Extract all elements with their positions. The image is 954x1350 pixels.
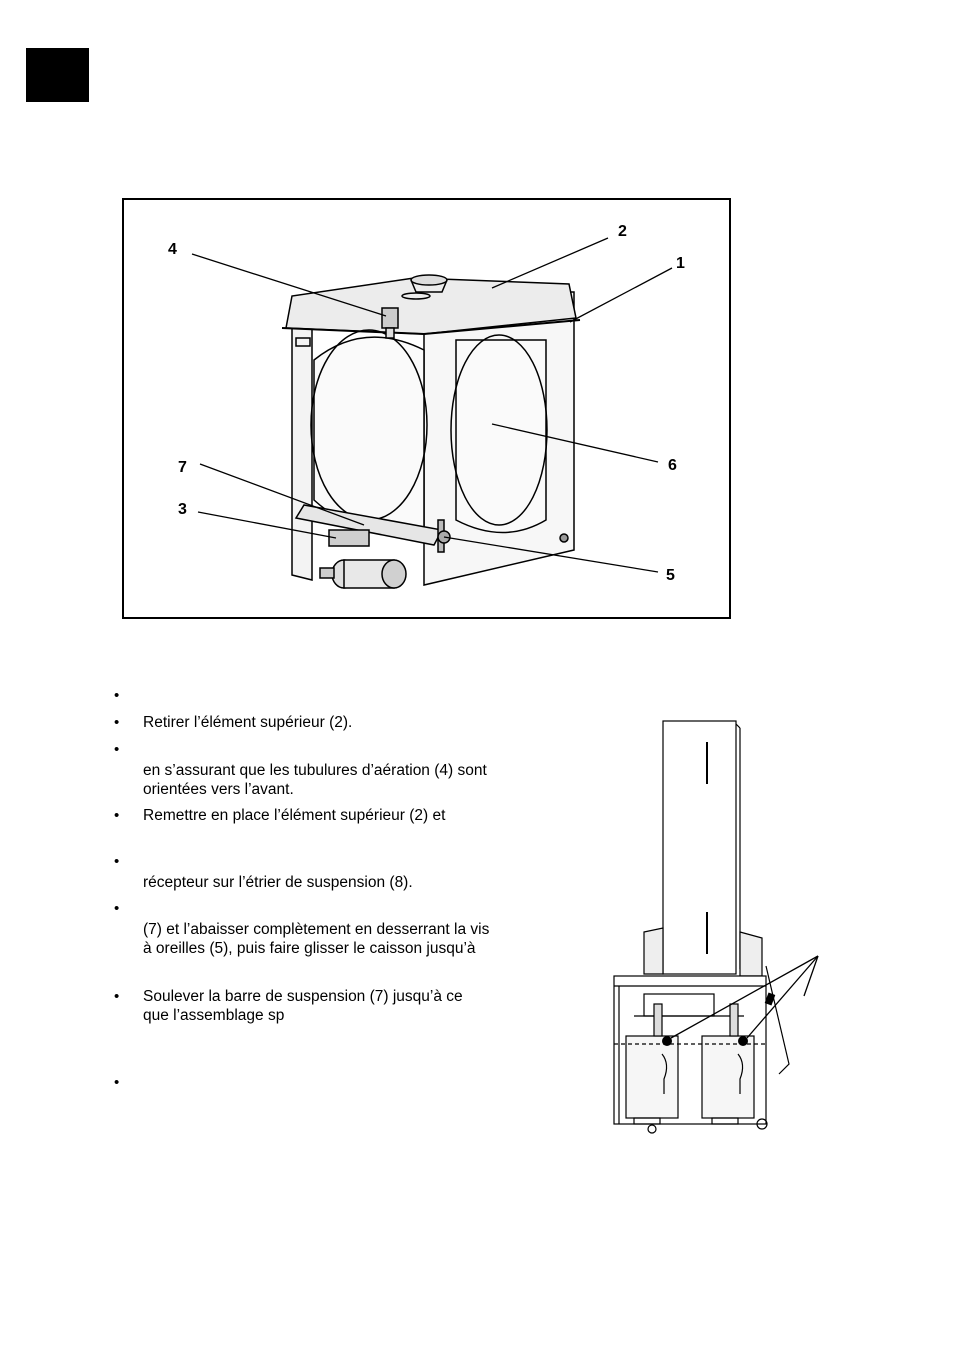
list-item-text: Retirer l’élément supérieur (2).: [143, 714, 353, 731]
list-item-text: à oreilles (5), puis faire glisser le ca…: [143, 940, 476, 957]
list-item-text: en s’assurant que les tubulures d’aérati…: [143, 762, 487, 779]
chapter-tab-marker: [26, 48, 89, 102]
list-item-text: Remettre en place l’élément supérieur (2…: [143, 807, 446, 824]
callout-3: 3: [178, 501, 187, 518]
callout-4: 4: [168, 241, 177, 258]
machine-front-drawing: [613, 720, 819, 1134]
callout-5: 5: [666, 567, 675, 584]
callout-7: 7: [178, 459, 187, 476]
list-item-text: récepteur sur l’étrier de suspension (8)…: [143, 874, 413, 891]
list-item-text: Soulever la barre de suspension (7) jusq…: [143, 988, 463, 1005]
machine-front-figure: [604, 714, 844, 1144]
callout-6: 6: [668, 457, 677, 474]
list-item-text: que l’assemblage sp: [143, 1007, 285, 1024]
container-assembly-figure: 4 2 1 7 3 6 5: [122, 198, 731, 619]
list-item-text: (7) et l’abaisser complètement en desser…: [143, 921, 490, 938]
list-item-text: orientées vers l’avant.: [143, 781, 294, 798]
container-assembly-drawing: 4 2 1 7 3 6 5: [168, 223, 685, 589]
callout-1: 1: [676, 255, 685, 272]
callout-2: 2: [618, 223, 627, 240]
